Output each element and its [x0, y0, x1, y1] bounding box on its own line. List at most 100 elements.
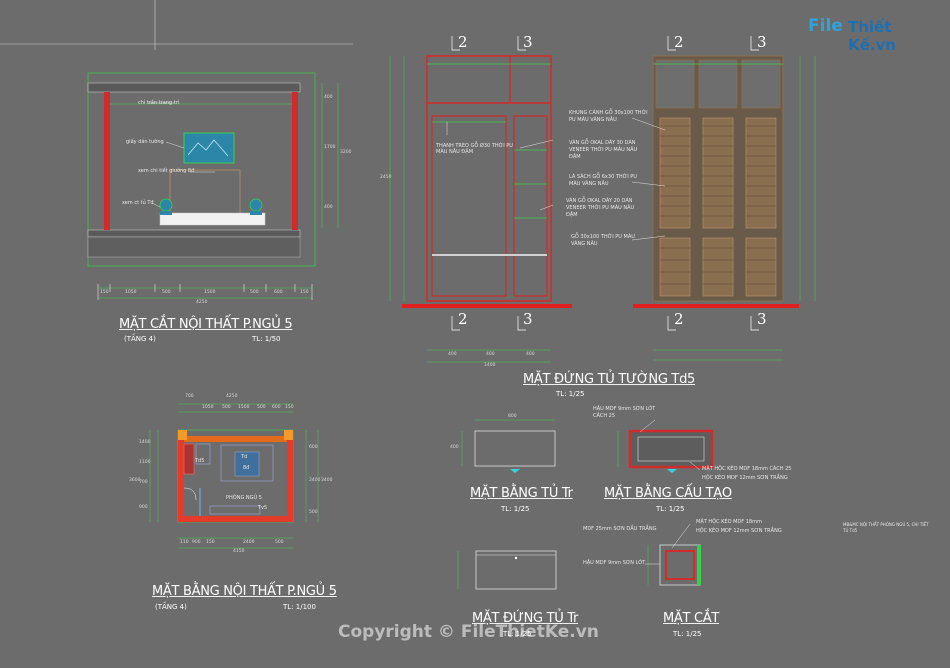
struct-title: MẶT BẰNG CẤU TẠO [604, 486, 732, 501]
cabinet-dim-width: 800 [508, 414, 517, 419]
plan-dim-top-4: 1500 [238, 405, 250, 410]
struct-note-drawer: HỘC KÉO MDF 12mm SƠN TRẮNG [702, 475, 788, 481]
cabinet-elev-scale: TL: 1/25 [503, 630, 532, 638]
plan-dim-left-total: 3600 [129, 478, 141, 483]
plan-dim-left-4: 900 [139, 505, 148, 510]
plan-dim-bottom-total: 4150 [233, 549, 245, 554]
dim-right-3: 400 [324, 205, 333, 210]
dim-wardrobe-1: 400 [448, 352, 457, 357]
plan-dim-top-5: 500 [257, 405, 266, 410]
plan-dim-bottom-2: 900 [192, 540, 201, 545]
cabinet-elevation-drawing [457, 550, 557, 590]
plan-dim-top-6: 600 [272, 405, 281, 410]
dim-bottom-total: 4250 [196, 300, 208, 305]
dim-bottom-3: 500 [162, 290, 171, 295]
section-markers [451, 36, 759, 331]
plan-item-bed: 8đ [243, 465, 250, 471]
section3-title: MẶT BẰNG NỘI THẤT P.NGỦ 5 [152, 584, 337, 599]
logo-prefix: File [808, 16, 843, 36]
note-wood-30x100: GỖ 30x100 THỜI PU MÀU VÀNG NÂU [571, 234, 635, 247]
room-section-drawing [87, 72, 339, 300]
dim-bottom-4: 1500 [204, 290, 216, 295]
section-mark-3-top-left: 3 [523, 33, 533, 51]
wardrobe-elevation-left [389, 55, 572, 363]
plan-dim-top-total: 4250 [226, 394, 238, 399]
struct-scale: TL: 1/25 [656, 505, 685, 513]
section-mark-2-bottom-left: 2 [458, 310, 468, 328]
plan-dim-top-3: 500 [222, 405, 231, 410]
section-mark-3-top-right: 3 [757, 33, 767, 51]
plan-dim-right-total: 3400 [321, 478, 333, 483]
plan-dim-right-3: 500 [309, 510, 318, 515]
cabinet-elev-title: MẶT ĐỨNG TỦ Tr [472, 611, 579, 626]
section-mark-2-bottom-right: 2 [674, 310, 684, 328]
section1-title: MẶT CẮT NỘI THẤT P.NGỦ 5 [119, 317, 293, 332]
cabinet-section-drawing [645, 523, 701, 586]
plan-item-td: Td [241, 454, 248, 460]
logo-suffix: Thiết Kế.vn [848, 18, 896, 54]
cabinet-section-scale: TL: 1/25 [673, 630, 702, 638]
section-mark-3-bottom-left: 3 [523, 310, 533, 328]
plan-dim-bottom-1: 110 [180, 540, 189, 545]
dim-wardrobe-height: 2450 [380, 175, 392, 180]
dim-bottom-1: 150 [100, 290, 109, 295]
section1-floor: (TẦNG 4) [124, 335, 156, 343]
section3-floor: (TẦNG 4) [155, 603, 187, 611]
plan-dim-bottom-4: 2400 [243, 540, 255, 545]
section-mark-2-top-right: 2 [674, 33, 684, 51]
dim-right-2: 1700 [324, 145, 336, 150]
section-mark-2-top-left: 2 [458, 33, 468, 51]
section1-scale: TL: 1/50 [252, 335, 281, 343]
section-note-face: MẶT HỘC KÉO MDF 18mm [696, 519, 762, 525]
cabinet-plan-scale: TL: 1/25 [501, 505, 530, 513]
note-louver: LÁ SÁCH GỖ 6x30 THỜI PU MÀU VÀNG NÂU [569, 174, 637, 187]
note-okal-20: VÁN GỖ OKAL DÀY 20 DÁN VENEER THỜI PU MÀ… [566, 198, 635, 218]
section3-scale: TL: 1/100 [283, 603, 316, 611]
struct-note-face: MẶT HỘC KÉO MDF 18mm CÁCH 25 [702, 466, 792, 472]
site-logo[interactable]: File Thiết Kế.vn [808, 14, 920, 54]
cabinet-plan-title: MẶT BẰNG TỦ Tr [470, 486, 573, 501]
room-label: PHÒNG NGỦ 5 [226, 495, 262, 501]
dim-bottom-2: 1050 [125, 290, 137, 295]
plan-dim-top-2: 1050 [202, 405, 214, 410]
cabinet-section-title: MẶT CẮT [663, 611, 719, 626]
cabinet-dim-depth: 400 [450, 445, 459, 450]
label-wallpaper: giấy dán tường [126, 139, 164, 145]
copyright-watermark: Copyright © FileThietKe.vn [338, 622, 599, 642]
label-bed-detail: xem chi tiết giường 8đ [138, 168, 195, 174]
section-note-back: HẬU MDF 9mm SƠN LÓT [583, 560, 646, 566]
label-nightstand: xem ct tủ Tđ [122, 200, 154, 206]
wardrobe-elevation-right [631, 55, 816, 361]
plan-dim-left-3: 700 [139, 480, 148, 485]
plan-dim-bottom-3: 150 [206, 540, 215, 545]
label-ceiling: chỉ trần trang trí [138, 100, 180, 106]
section-note-mdf25: MDF 25mm SƠN DẦU TRẮNG [583, 526, 657, 532]
cabinet-plan-drawing [461, 419, 556, 473]
dim-right-1: 400 [324, 95, 333, 100]
section-note-drawer: HỘC KÉO MDF 12mm SƠN TRẮNG [696, 528, 782, 534]
note-okal-30: VÁN GỖ OKAL DÀY 30 DÁN VENEER THỜI PU MÀ… [569, 140, 638, 160]
plan-dim-right-2: 2400 [309, 478, 321, 483]
struct-note-back: HẬU MDF 9mm SƠN LÓT CÁCH 25 [593, 406, 656, 419]
plan-dim-top-7: 150 [285, 405, 294, 410]
dim-right-total: 3200 [340, 150, 352, 155]
section-mark-3-bottom-right: 3 [757, 310, 767, 328]
plan-item-td5: Td5 [195, 458, 205, 464]
dim-bottom-6: 600 [274, 290, 283, 295]
section2-title: MẶT ĐỨNG TỦ TƯỜNG Td5 [523, 372, 695, 387]
plan-dim-right-1: 600 [309, 445, 318, 450]
plan-dim-bottom-5: 500 [275, 540, 284, 545]
plan-dim-left-2: 1100 [139, 460, 151, 465]
rail-note: THANH TREO GỖ Ø30 THỜI PU MÀU NÂU ĐẬM [436, 143, 513, 155]
cabinet-structure-drawing [617, 419, 714, 473]
plan-item-tv: Tv5 [258, 505, 268, 511]
dim-wardrobe-total: 1400 [484, 363, 496, 368]
dim-bottom-7: 150 [300, 290, 309, 295]
note-door-frame: KHUNG CÁNH GỖ 30x100 THỜI PU MÀU VÀNG NÂ… [569, 110, 648, 123]
dim-wardrobe-3: 400 [526, 352, 535, 357]
dim-wardrobe-2: 400 [486, 352, 495, 357]
misc-note: MB&MC NỘI THẤT PHÒNG NGỦ 5, CHI TIẾT TỦ … [843, 522, 929, 533]
floor-plan-drawing [149, 403, 319, 549]
